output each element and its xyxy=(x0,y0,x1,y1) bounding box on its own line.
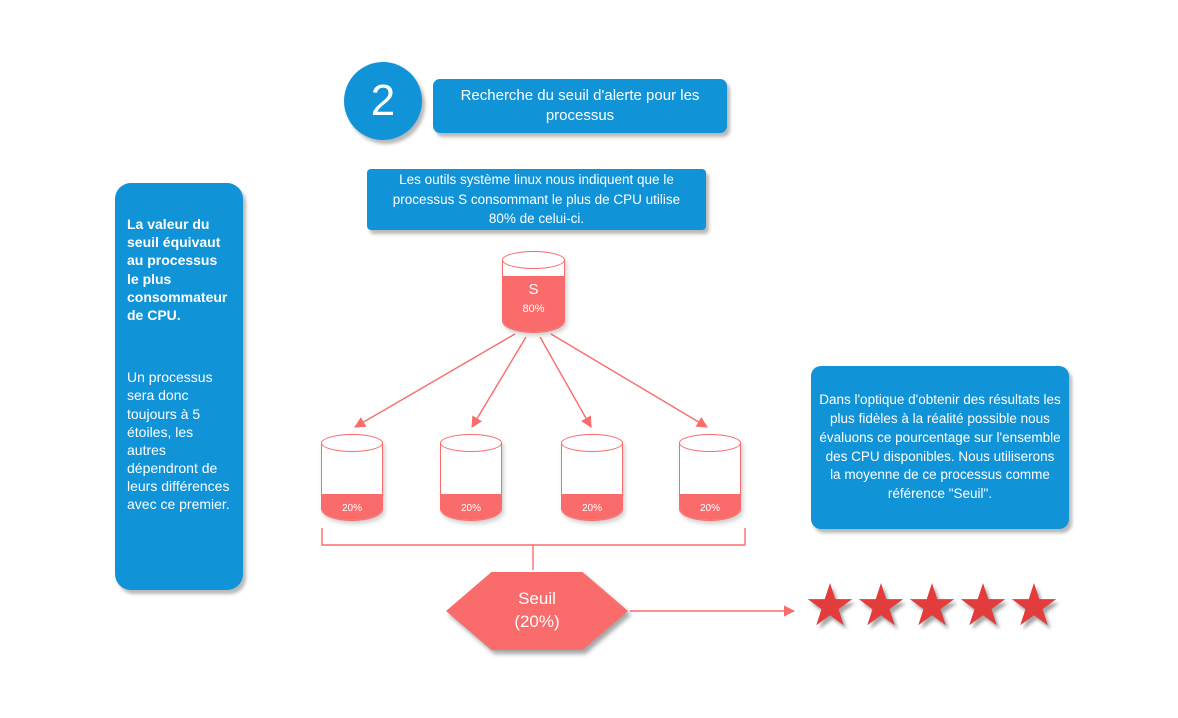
left-note-body: Un processus sera donc toujours à 5 étoi… xyxy=(127,369,230,513)
cylinder-body xyxy=(561,443,623,521)
cpu-cylinder-value: 20% xyxy=(341,503,362,514)
right-note: Dans l'optique d'obtenir des résultats l… xyxy=(811,366,1069,529)
right-note-text: Dans l'optique d'obtenir des résultats l… xyxy=(819,391,1061,502)
step-number-badge: 2 xyxy=(344,62,422,140)
seuil-hexagon: Seuil (20%) xyxy=(446,572,628,650)
cpu-cylinder-4: 20% xyxy=(679,434,741,521)
star-rating: ★ ★ ★ ★ ★ xyxy=(804,572,1060,640)
cylinder-fill xyxy=(503,276,564,332)
cpu-cylinder-2: 20% xyxy=(440,434,502,521)
left-note: La valeur du seuil équivaut au processus… xyxy=(115,183,243,590)
cylinder-fill xyxy=(441,494,501,520)
cylinder-top-icon xyxy=(321,434,383,452)
seuil-value: (20%) xyxy=(514,612,560,631)
seuil-label: Seuil xyxy=(518,589,556,609)
seuil-node: Seuil (20%) xyxy=(446,572,628,650)
cylinder-top-icon xyxy=(679,434,741,452)
star-icon: ★ xyxy=(855,573,907,638)
cylinder-body xyxy=(440,443,502,521)
cpu-cylinder-1: 20% xyxy=(321,434,383,521)
cylinder-top-icon xyxy=(561,434,623,452)
star-icon: ★ xyxy=(906,573,958,638)
cpu-cylinder-3: 20% xyxy=(561,434,623,521)
step-title: Recherche du seuil d'alerte pour les pro… xyxy=(433,79,727,133)
cpu-cylinder-value: 20% xyxy=(581,503,602,514)
intro-note: Les outils système linux nous indiquent … xyxy=(367,169,706,230)
star-icon: ★ xyxy=(1008,573,1060,638)
cylinder-body xyxy=(679,443,741,521)
step-number: 2 xyxy=(370,76,396,125)
intro-note-text: Les outils système linux nous indiquent … xyxy=(392,172,681,227)
star-icon: ★ xyxy=(957,573,1009,638)
cylinder-top-icon xyxy=(502,251,565,269)
cylinder-fill xyxy=(562,494,622,520)
cpu-cylinder-value: 20% xyxy=(460,503,481,514)
left-note-heading: La valeur du seuil équivaut au processus… xyxy=(127,216,228,323)
step-title-text: Recherche du seuil d'alerte pour les pro… xyxy=(460,86,700,124)
cylinder-body xyxy=(502,260,565,333)
cylinder-fill xyxy=(680,494,740,520)
cylinder-body xyxy=(321,443,383,521)
cpu-cylinder-value: 20% xyxy=(699,503,720,514)
main-cylinder-value: 80% xyxy=(522,303,545,315)
star-icon: ★ xyxy=(804,573,856,638)
main-process-cylinder: S 80% xyxy=(502,251,565,333)
cylinder-top-icon xyxy=(440,434,502,452)
cylinder-fill xyxy=(322,494,382,520)
main-cylinder-label: S xyxy=(528,281,539,298)
